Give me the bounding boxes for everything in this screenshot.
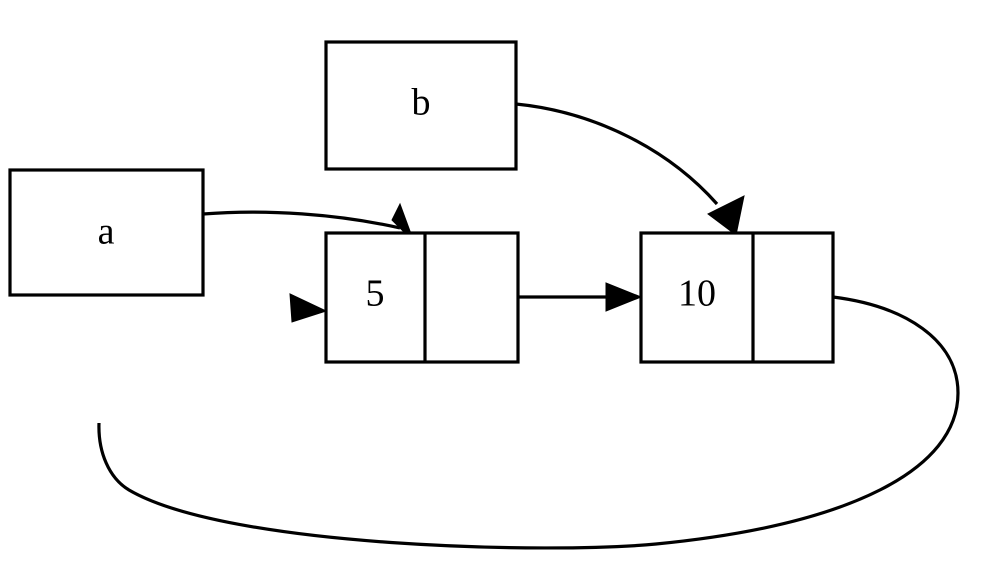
edge-node10-to-node5[interactable]	[97, 293, 960, 550]
edge-node10-to-node5-arrowhead	[289, 293, 328, 323]
node-b-label: b	[412, 82, 431, 124]
edge-layer	[97, 102, 960, 550]
edge-node5-to-node10-arrowhead	[605, 282, 643, 312]
node-b[interactable]: b	[324, 40, 518, 171]
node-5-box	[324, 231, 520, 364]
edge-b-to-node10[interactable]	[515, 102, 745, 236]
node-layer: a b 5 10	[8, 40, 835, 364]
edge-node10-to-node5-line	[97, 295, 960, 550]
edge-node5-to-node10[interactable]	[518, 282, 643, 312]
edge-a-to-node5-line	[202, 210, 401, 230]
edge-b-to-node10-arrowhead	[707, 195, 745, 236]
edge-b-to-node10-line	[515, 102, 719, 206]
node-10-box	[639, 231, 835, 364]
node-10-value-label: 10	[678, 273, 716, 315]
node-5[interactable]: 5	[324, 231, 520, 364]
node-5-value-label: 5	[366, 273, 385, 315]
node-10[interactable]: 10	[639, 231, 835, 364]
node-a[interactable]: a	[8, 168, 205, 297]
node-b-box	[324, 40, 518, 171]
node-a-box	[8, 168, 205, 297]
node-a-label: a	[98, 211, 115, 253]
